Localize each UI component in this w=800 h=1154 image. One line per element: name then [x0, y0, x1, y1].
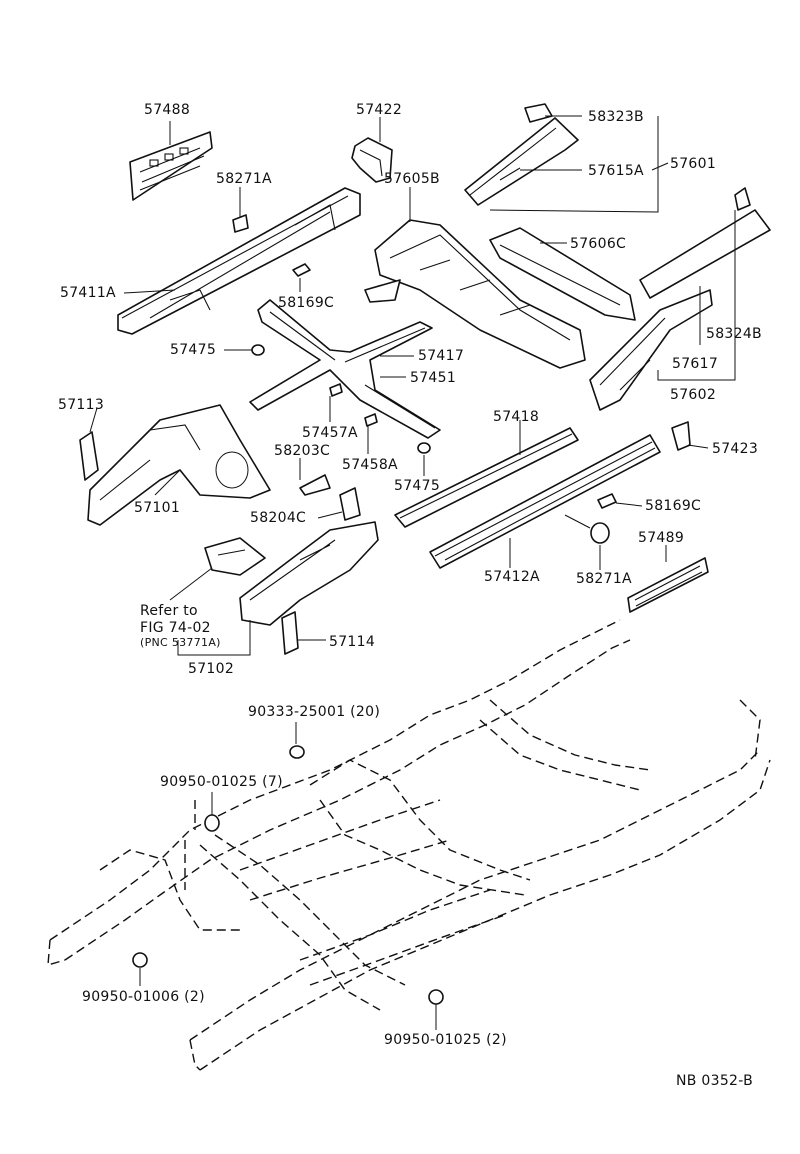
- label-57458A: 57458A: [342, 457, 398, 473]
- label-57617: 57617: [672, 356, 719, 372]
- label-58324B: 58324B: [706, 326, 762, 342]
- label-58271A-bottom: 58271A: [576, 571, 632, 587]
- label-57488: 57488: [144, 102, 191, 118]
- label-57422: 57422: [356, 102, 403, 118]
- part-57606C-crossmember: [489, 227, 636, 321]
- part-57411A-side-rail: [117, 187, 361, 335]
- part-57489-reinforcement: [627, 557, 709, 613]
- label-57602: 57602: [670, 387, 717, 403]
- part-57102-front-side-member: [204, 521, 379, 626]
- label-57418: 57418: [493, 409, 540, 425]
- label-58169C-bottom: 58169C: [645, 498, 702, 514]
- label-57605B: 57605B: [384, 171, 440, 187]
- label-57451: 57451: [410, 370, 457, 386]
- part-58323B-bracket: [524, 103, 553, 123]
- hole-plug-90950-01025-2: [428, 989, 444, 1005]
- label-58203C: 58203C: [274, 443, 331, 459]
- part-57422-bracket: [351, 137, 393, 183]
- part-57475-grommet-a: [251, 344, 265, 356]
- label-58169C-top: 58169C: [278, 295, 335, 311]
- label-plug-90950-01025-2: 90950-01025 (2): [384, 1032, 507, 1048]
- part-57101-front-side-member: [87, 404, 271, 526]
- frame-assembly-phantom: [47, 619, 771, 1071]
- part-58204C-bracket: [339, 487, 361, 521]
- label-58271A-top: 58271A: [216, 171, 272, 187]
- part-58169C-plate-bottom: [597, 493, 617, 509]
- label-57475-a: 57475: [170, 342, 217, 358]
- label-57457A: 57457A: [302, 425, 358, 441]
- hole-plug-90950-01006: [132, 952, 148, 968]
- label-57114: 57114: [329, 634, 376, 650]
- part-57475-grommet-b: [417, 442, 431, 454]
- label-57606C: 57606C: [570, 236, 627, 252]
- part-58169C-plate-top: [292, 263, 311, 277]
- label-57412A: 57412A: [484, 569, 540, 585]
- label-57489: 57489: [638, 530, 685, 546]
- part-57412A-rocker: [429, 434, 661, 569]
- label-57411A: 57411A: [60, 285, 116, 301]
- part-57605B-floor-crossmember: [364, 219, 586, 369]
- label-plug-90333-25001: 90333-25001 (20): [248, 704, 381, 720]
- part-57488-reinforcement: [129, 131, 213, 201]
- part-57457A-bracket: [329, 383, 343, 397]
- part-57451-crossmember: [249, 299, 441, 439]
- part-58324B-bracket: [734, 187, 751, 211]
- part-57114-gusset: [281, 611, 299, 655]
- part-58271A-plate-top: [232, 214, 249, 233]
- label-plug-90950-01006: 90950-01006 (2): [82, 989, 205, 1005]
- part-58203C-bracket: [299, 474, 331, 496]
- part-57458A-bracket: [364, 413, 378, 427]
- hole-plug-90333: [289, 745, 305, 759]
- label-57601: 57601: [670, 156, 717, 172]
- label-57417: 57417: [418, 348, 465, 364]
- leader-lines: [89, 115, 736, 1030]
- refer-pnc-label: (PNC 53771A): [140, 636, 221, 649]
- label-57101: 57101: [134, 500, 181, 516]
- label-plug-90950-01025-7: 90950-01025 (7): [160, 774, 283, 790]
- refer-to-label: Refer to: [140, 603, 198, 619]
- part-57615A-rear-rail: [464, 117, 579, 206]
- label-57475-b: 57475: [394, 478, 441, 494]
- part-57418-side-rail: [394, 427, 579, 528]
- label-57423: 57423: [712, 441, 759, 457]
- label-57615A: 57615A: [588, 163, 644, 179]
- part-57617-rear-rail: [589, 209, 771, 411]
- label-58323B: 58323B: [588, 109, 644, 125]
- part-58271A-plate-bottom: [590, 522, 610, 544]
- refer-figure-label: FIG 74-02: [140, 620, 211, 636]
- part-57423-bracket: [671, 421, 691, 451]
- label-58204C: 58204C: [250, 510, 307, 526]
- label-57113: 57113: [58, 397, 105, 413]
- drawing-reference-code: NB 0352-B: [676, 1073, 754, 1089]
- label-57102: 57102: [188, 661, 235, 677]
- hole-plug-90950-01025-7: [204, 814, 220, 832]
- part-57113-gusset: [79, 431, 99, 481]
